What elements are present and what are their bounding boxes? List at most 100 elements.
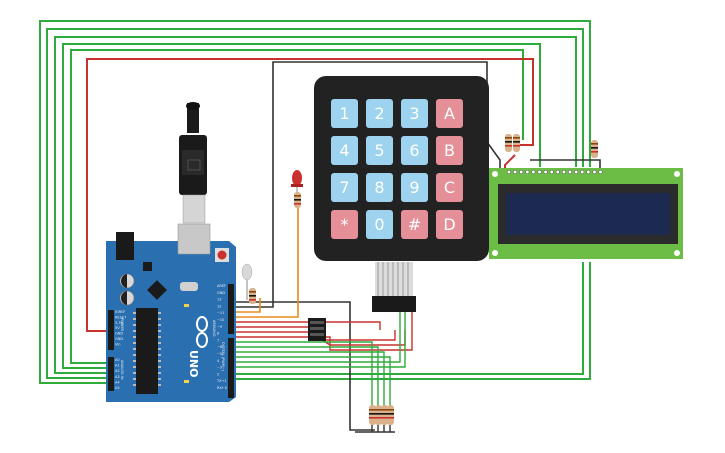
keypad-key-*[interactable]: *: [331, 210, 358, 239]
resistor-lcd-1[interactable]: [505, 134, 512, 152]
lcd-pin[interactable]: [580, 169, 585, 174]
lcd-pin[interactable]: [549, 169, 554, 174]
wire-red-5v[interactable]: [86, 58, 534, 332]
key-cap: [401, 99, 428, 128]
keypad-key-A[interactable]: A: [436, 99, 463, 128]
keypad-key-6[interactable]: 6: [401, 136, 428, 165]
digital-pin-label: ~3: [217, 366, 222, 370]
uno-label: UNO: [187, 350, 200, 378]
arduino-uno[interactable]: UNO ARDUINO POWER ANALOG IN DIGITAL (PWM…: [106, 223, 236, 402]
analog-pin-label: A1: [115, 364, 120, 368]
lcd-pin[interactable]: [519, 169, 524, 174]
resistor-pulldown-1[interactable]: [369, 405, 376, 432]
wire-black-gnd[interactable]: [236, 61, 501, 308]
wire-kp-g6[interactable]: [236, 312, 406, 368]
analog-pin-label: A0: [115, 358, 120, 362]
wire-green-2[interactable]: [46, 28, 584, 379]
wire-kp-g1[interactable]: [236, 341, 373, 410]
keypad-key-#[interactable]: #: [401, 210, 428, 239]
resistor-white-led[interactable]: [249, 288, 256, 304]
keypad-key-C[interactable]: C: [436, 173, 463, 202]
lcd-pin[interactable]: [568, 169, 573, 174]
resistor-lcd-3[interactable]: [591, 140, 598, 158]
power-pin-label: Vin: [115, 342, 121, 346]
key-cap: [436, 136, 463, 165]
keypad-key-5[interactable]: 5: [366, 136, 393, 165]
key-cap: [436, 99, 463, 128]
resistor-lcd-2[interactable]: [513, 134, 520, 152]
keypad-key-9[interactable]: 9: [401, 173, 428, 202]
lcd-pin[interactable]: [507, 169, 512, 174]
wire-orange-2[interactable]: [236, 298, 261, 313]
key-label: 9: [409, 178, 419, 197]
lcd-pin[interactable]: [586, 169, 591, 174]
resistor-pulldown-3[interactable]: [381, 405, 388, 432]
led-white[interactable]: [241, 263, 253, 300]
lcd-pin[interactable]: [531, 169, 536, 174]
usb-cable[interactable]: [179, 102, 207, 224]
usb-icon-area: [187, 159, 201, 171]
keypad-key-1[interactable]: 1: [331, 99, 358, 128]
wire-green-5[interactable]: [70, 49, 524, 364]
lcd-pin[interactable]: [574, 169, 579, 174]
wire-green-1[interactable]: [39, 20, 591, 384]
key-label: B: [444, 141, 455, 160]
onboard-led-tx: [184, 380, 189, 383]
keypad-key-8[interactable]: 8: [366, 173, 393, 202]
lcd-header-pins: [507, 169, 603, 174]
keypad-key-D[interactable]: D: [436, 210, 463, 239]
key-cap: [366, 173, 393, 202]
analog-pin-label: A3: [115, 375, 120, 379]
digital-pin-label: 12: [217, 304, 221, 308]
lcd-pin[interactable]: [537, 169, 542, 174]
usb-b-jack: [177, 223, 211, 255]
wire-green-6[interactable]: [236, 262, 584, 375]
wire-orange-led[interactable]: [236, 205, 299, 318]
resistor-led[interactable]: [294, 192, 301, 208]
keypad-key-4[interactable]: 4: [331, 136, 358, 165]
key-cap: [366, 99, 393, 128]
power-jack: [116, 232, 134, 260]
lcd-pin[interactable]: [555, 169, 560, 174]
keypad-key-3[interactable]: 3: [401, 99, 428, 128]
onboard-led-l: [184, 304, 189, 307]
atmega328p: [136, 308, 158, 394]
digital-pin-label: RX←0: [217, 386, 227, 390]
wire-green-3[interactable]: [54, 36, 577, 374]
analog-header: [108, 357, 114, 391]
wire-black-keypad[interactable]: [236, 301, 375, 431]
lcd-pin[interactable]: [592, 169, 597, 174]
keypad-key-B[interactable]: B: [436, 136, 463, 165]
keypad-key-2[interactable]: 2: [366, 99, 393, 128]
resistors-pulldown[interactable]: [355, 405, 395, 433]
keypad-key-7[interactable]: 7: [331, 173, 358, 202]
key-label: 1: [339, 104, 349, 123]
resistor-pulldown-4[interactable]: [387, 405, 394, 432]
reset-button-cap: [217, 250, 227, 260]
keypad-key-0[interactable]: 0: [366, 210, 393, 239]
key-label: C: [444, 178, 455, 197]
wire-kp-g2[interactable]: [236, 346, 379, 410]
wires-green-outer: [39, 20, 591, 384]
lcd-pin[interactable]: [525, 169, 530, 174]
wire-green-7[interactable]: [236, 262, 591, 380]
wire-kp-1[interactable]: [236, 321, 381, 330]
wire-kp-g3[interactable]: [236, 351, 385, 410]
lcd-16x2[interactable]: [489, 168, 683, 259]
lcd-pin[interactable]: [598, 169, 603, 174]
lcd-pin[interactable]: [513, 169, 518, 174]
wire-kp-4[interactable]: [236, 312, 413, 351]
key-cap: [331, 173, 358, 202]
analog-section-label: ANALOG IN: [120, 360, 124, 380]
wire-green-4[interactable]: [62, 43, 541, 369]
resistor-pulldown-2[interactable]: [375, 405, 382, 432]
lcd-pin[interactable]: [561, 169, 566, 174]
key-label: 5: [374, 141, 384, 160]
wire-kp-g5[interactable]: [236, 312, 401, 363]
lcd-pin[interactable]: [543, 169, 548, 174]
wire-kp-g4[interactable]: [236, 356, 391, 410]
digital-pin-label: ~9: [217, 325, 222, 329]
